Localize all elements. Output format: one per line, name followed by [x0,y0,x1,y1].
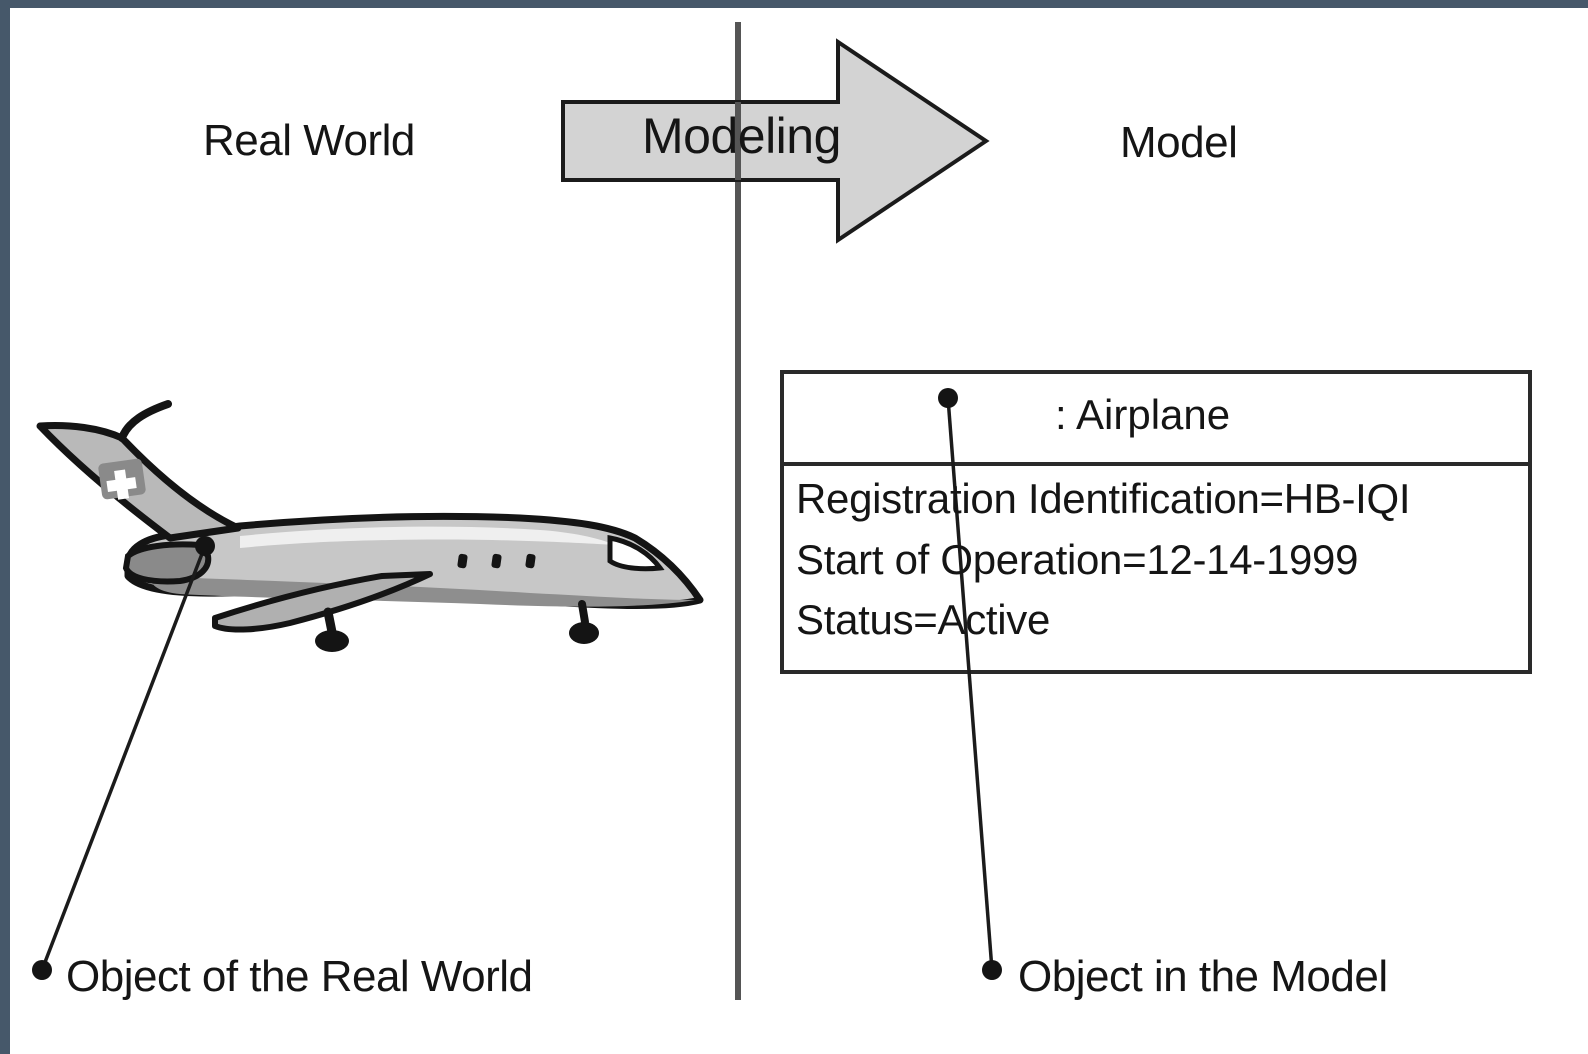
modeling-arrow-label: Modeling [642,108,841,164]
real-object-anchor-dot [195,536,215,556]
caption-real-object: Object of the Real World [66,952,533,1001]
airplane-wing [212,571,433,633]
object-box-title: : Airplane [1055,391,1231,438]
object-attribute-start-of-operation: Start of Operation=12-14-1999 [796,536,1359,583]
heading-model: Model [1120,118,1238,167]
model-object-caption-dot [982,960,1002,980]
diagram-graphics [32,22,1532,1000]
airplane-highlight [240,526,615,548]
modeling-arrow [561,38,990,244]
model-object-leader-line [946,397,994,971]
airplane-engine [122,541,212,585]
airplane-cockpit [607,535,665,572]
airplane-front-wheel [569,622,599,644]
airplane-rear-wheel [315,630,349,652]
airplane-window [491,553,502,569]
object-box [780,370,1532,674]
heading-real-world: Real World [203,116,415,165]
airplane-window [457,553,468,569]
real-object-caption-dot [32,960,52,980]
object-attribute-registration: Registration Identification=HB-IQI [796,475,1411,522]
real-object-leader-line [40,545,207,971]
swiss-cross-icon [106,469,137,500]
airplane-tail-top [118,400,172,442]
airplane-front-gear [578,600,589,626]
airplane-icon [36,400,704,652]
diagram-canvas: Real World Model Modeling : Airplane Reg… [10,8,1588,1054]
model-object-anchor-dot [938,388,958,408]
airplane-window [525,553,536,569]
airplane-underside [150,576,695,607]
caption-model-object: Object in the Model [1018,952,1388,1001]
object-attribute-status: Status=Active [796,596,1051,643]
airplane-rear-gear [323,607,337,637]
